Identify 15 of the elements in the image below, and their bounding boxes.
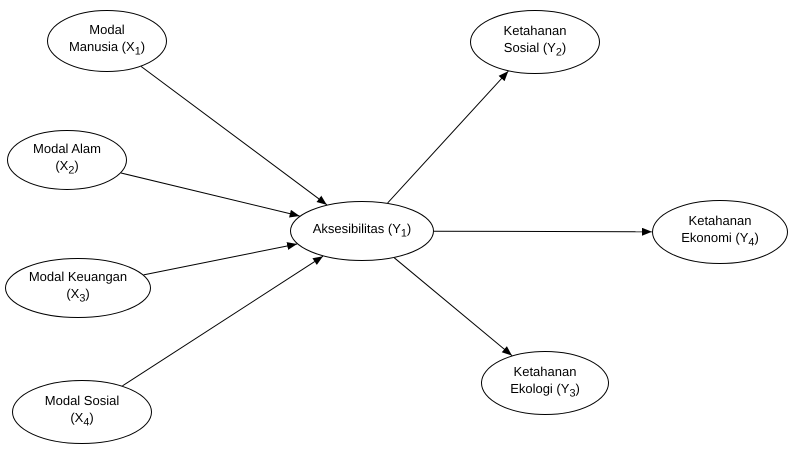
arrow [387, 70, 509, 204]
variable-label: Ketahanan Ekologi (Y$_{3}$) [509, 363, 581, 402]
arrow [140, 66, 328, 206]
variable-label: Ketahanan Ekonomi (Y$_{4}$) [680, 212, 760, 251]
arrow [394, 257, 512, 356]
arrow [143, 242, 298, 276]
variable-label: Ketahanan Sosial (Y$_{2}$) [502, 22, 568, 61]
variable-label: Modal Alam (X$_{2}$) [32, 140, 102, 179]
variable-label: Modal Sosial (X$_{4}$) [44, 392, 120, 431]
variable-label: Modal Manusia (X$_{1}$) [68, 21, 146, 60]
arrow [122, 256, 324, 386]
variable-label: Aksesibilitas (Y$_{1}$) [312, 220, 412, 242]
arrow [120, 172, 300, 218]
variable-label: Modal Keuangan (X$_{3}$) [28, 268, 128, 307]
arrow [434, 228, 652, 236]
